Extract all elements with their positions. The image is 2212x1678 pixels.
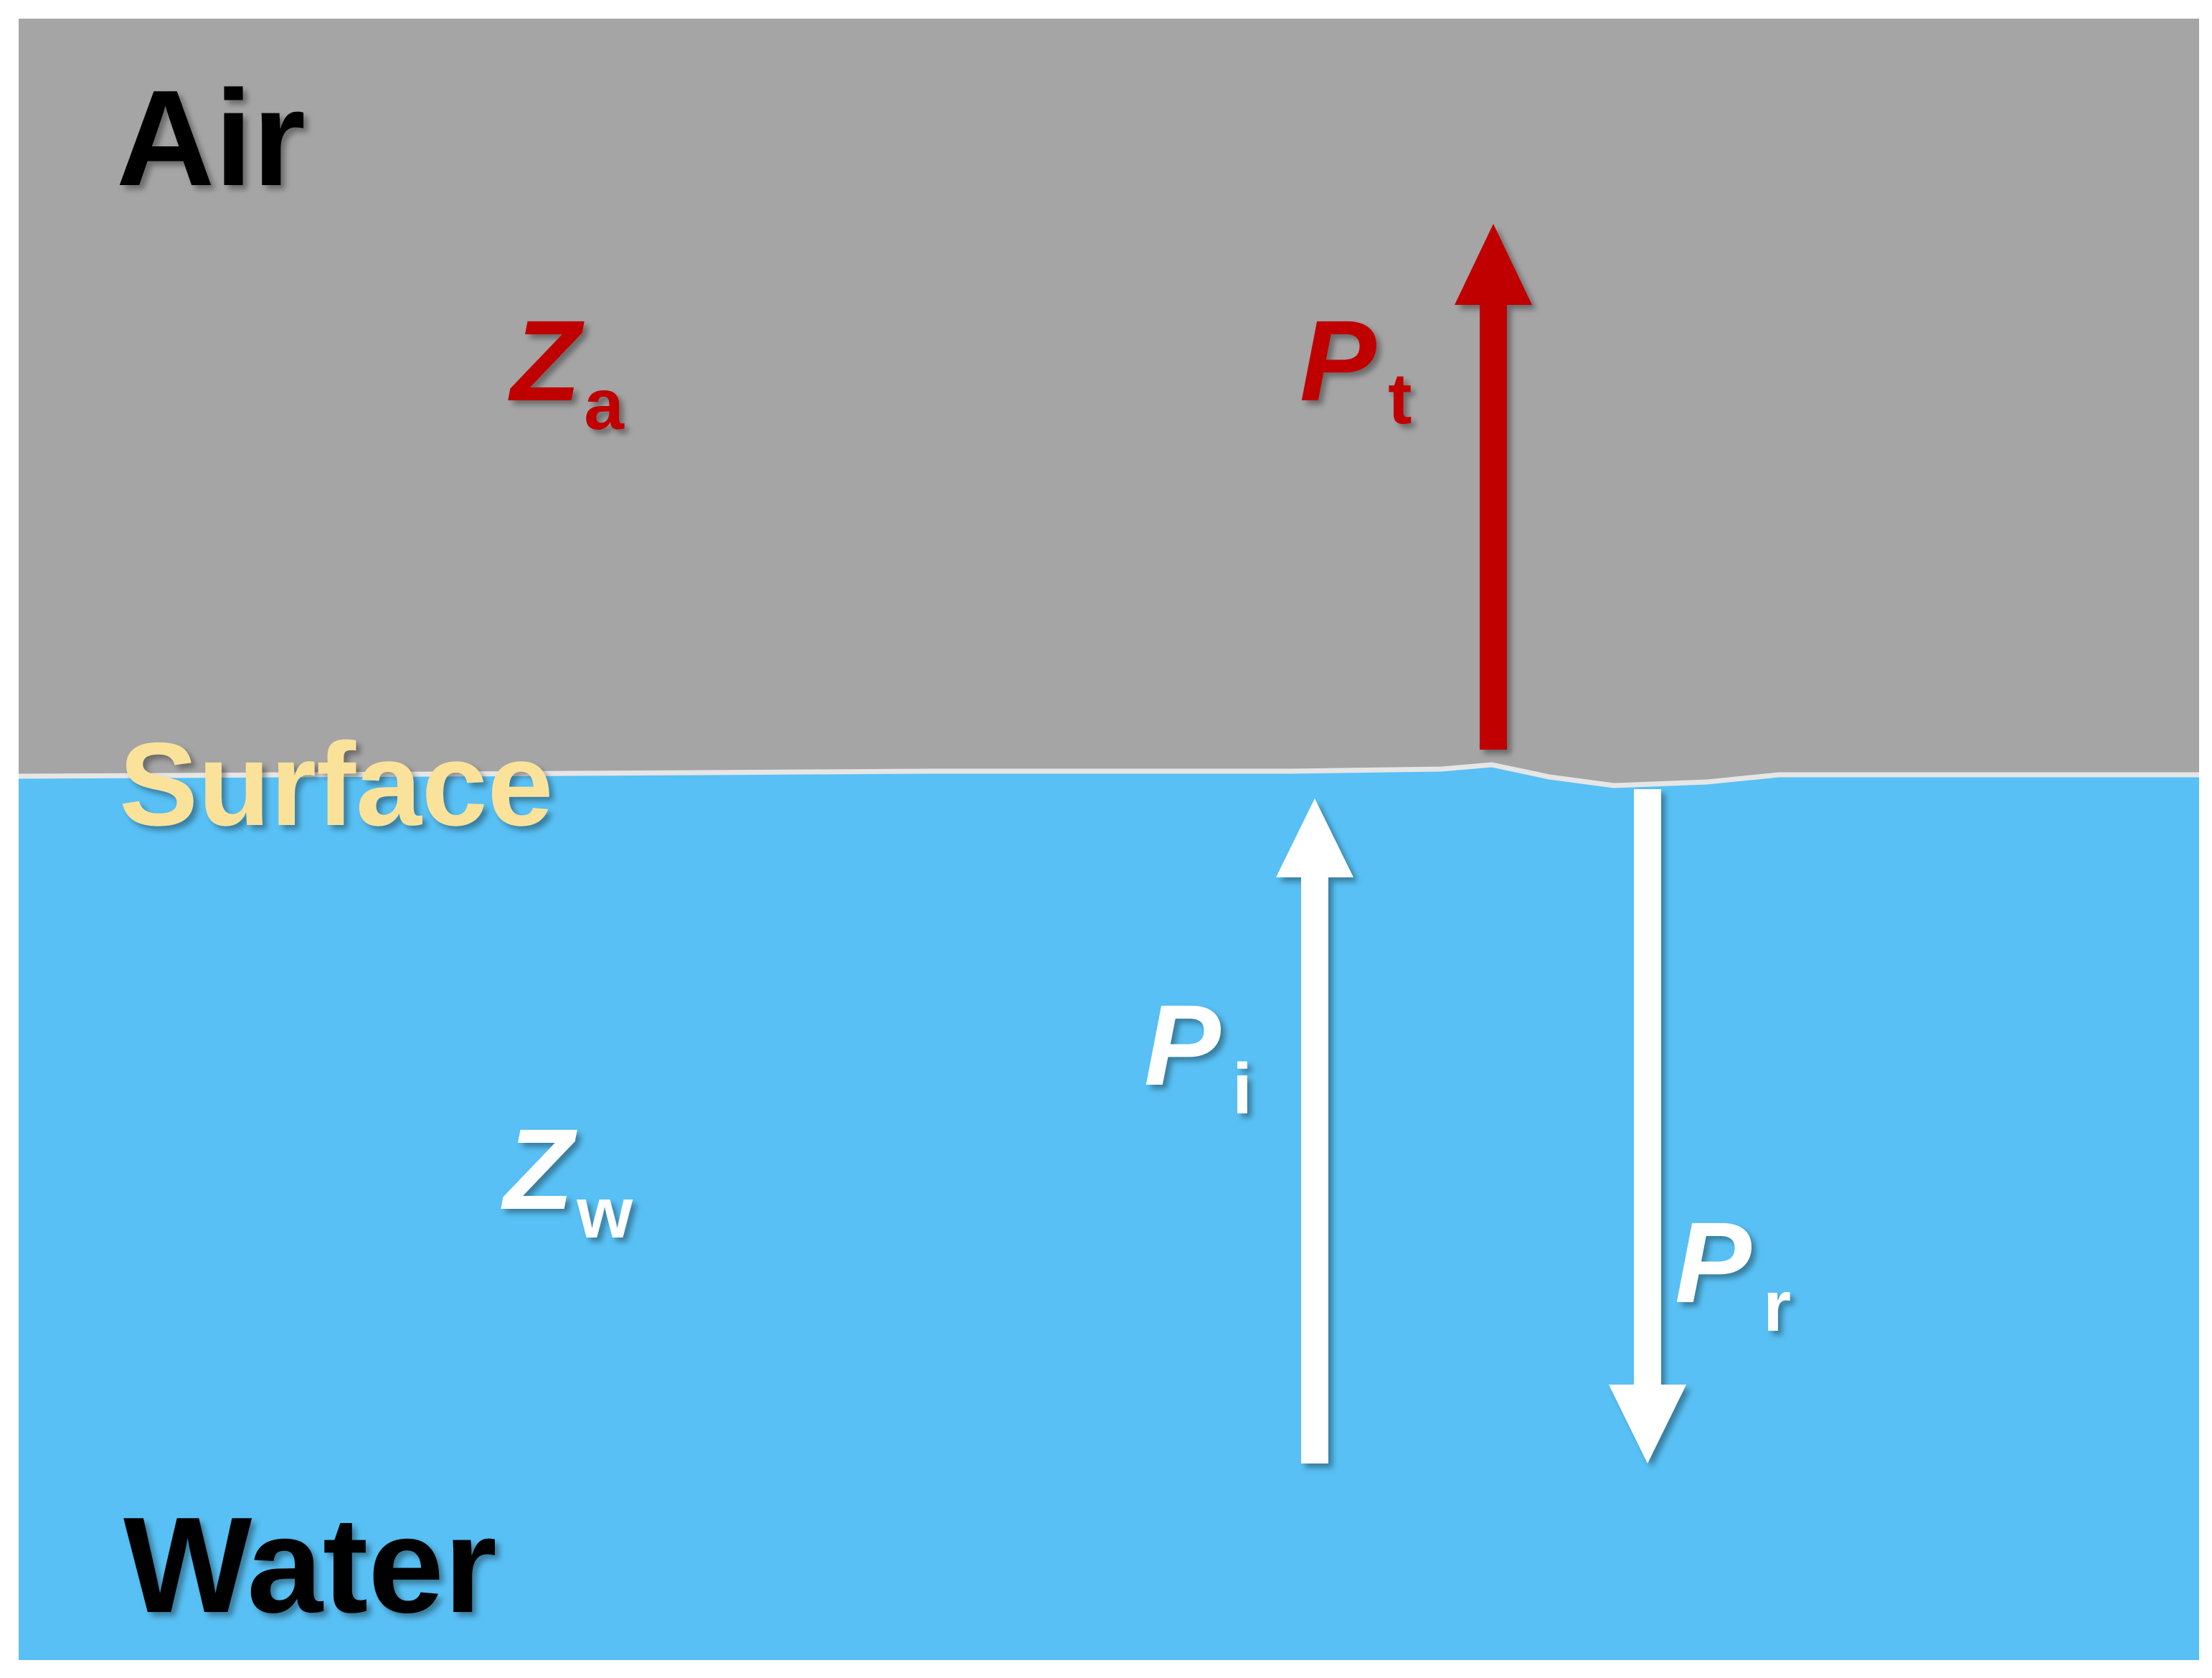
reflected-wave-label: P r — [1675, 1198, 1791, 1347]
surface-line — [18, 762, 2199, 788]
air-impedance-label: Z a — [508, 296, 625, 445]
air-impedance-symbol: Z — [508, 296, 585, 425]
transmitted-wave-subscript: t — [1388, 359, 1412, 439]
incident-wave-label: P i — [1144, 981, 1252, 1129]
transmitted-wave-symbol: P — [1300, 296, 1376, 425]
reflected-wave-subscript: r — [1763, 1266, 1791, 1347]
transmitted-wave-arrow — [1455, 224, 1532, 750]
transmitted-wave-label: P t — [1300, 296, 1412, 439]
incident-wave-symbol: P — [1144, 981, 1221, 1109]
water-label: Water — [123, 1489, 497, 1641]
air-impedance-subscript: a — [584, 364, 625, 445]
air-region — [19, 19, 2199, 786]
incident-wave-subscript: i — [1232, 1049, 1252, 1129]
surface-label: Surface — [119, 718, 553, 850]
water-impedance-label: Z w — [501, 1105, 633, 1253]
air-label: Air — [116, 62, 306, 215]
water-impedance-subscript: w — [576, 1173, 633, 1253]
reflected-wave-symbol: P — [1675, 1198, 1752, 1326]
reflected-wave-arrow — [1609, 789, 1686, 1463]
water-impedance-symbol: Z — [501, 1105, 577, 1233]
incident-wave-arrow — [1276, 798, 1353, 1463]
